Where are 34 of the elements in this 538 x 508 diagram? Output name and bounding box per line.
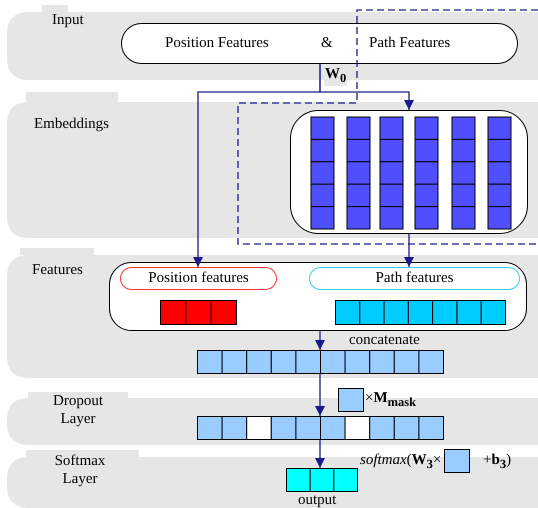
embedding-matrix <box>290 110 528 234</box>
feature-vector <box>335 300 506 325</box>
input-pill <box>121 23 518 64</box>
layer-band <box>7 450 538 508</box>
feature-vector <box>160 300 237 325</box>
node-label: & <box>321 35 333 52</box>
arrow <box>315 331 325 350</box>
node-label: Position Features <box>165 35 269 52</box>
concatenated-vector <box>197 350 444 374</box>
edge-label: W$_{0}$ <box>324 66 348 86</box>
layer-band <box>7 92 538 238</box>
arrow <box>315 440 325 468</box>
layer-band <box>7 248 538 378</box>
feature-pill <box>309 267 520 290</box>
arrow <box>404 234 414 267</box>
feature-pill <box>120 267 277 290</box>
node-caption: output <box>298 492 336 508</box>
features-panel <box>109 262 527 331</box>
node-label: Path Features <box>369 35 450 52</box>
node-label: Path features <box>374 270 454 286</box>
layer-label: Softmax Layer <box>54 452 106 488</box>
layer-band <box>7 392 538 445</box>
layer-label: Embeddings <box>34 116 109 132</box>
arrow <box>315 374 325 416</box>
node-label: Position features <box>147 270 250 286</box>
layer-label: Dropout Layer <box>52 392 104 428</box>
annotation-text: concatenate <box>349 332 420 348</box>
annotation-text: +b$_{3}$) <box>483 452 512 472</box>
annotation-text: ×M$_{mask}$ <box>365 390 416 410</box>
arrow <box>319 64 414 110</box>
layer-label: Features <box>32 262 83 278</box>
annotation-text: softmax(W$_{3}$× <box>360 452 442 472</box>
layer-label: Input <box>52 12 84 28</box>
dropout-vector <box>197 416 444 440</box>
